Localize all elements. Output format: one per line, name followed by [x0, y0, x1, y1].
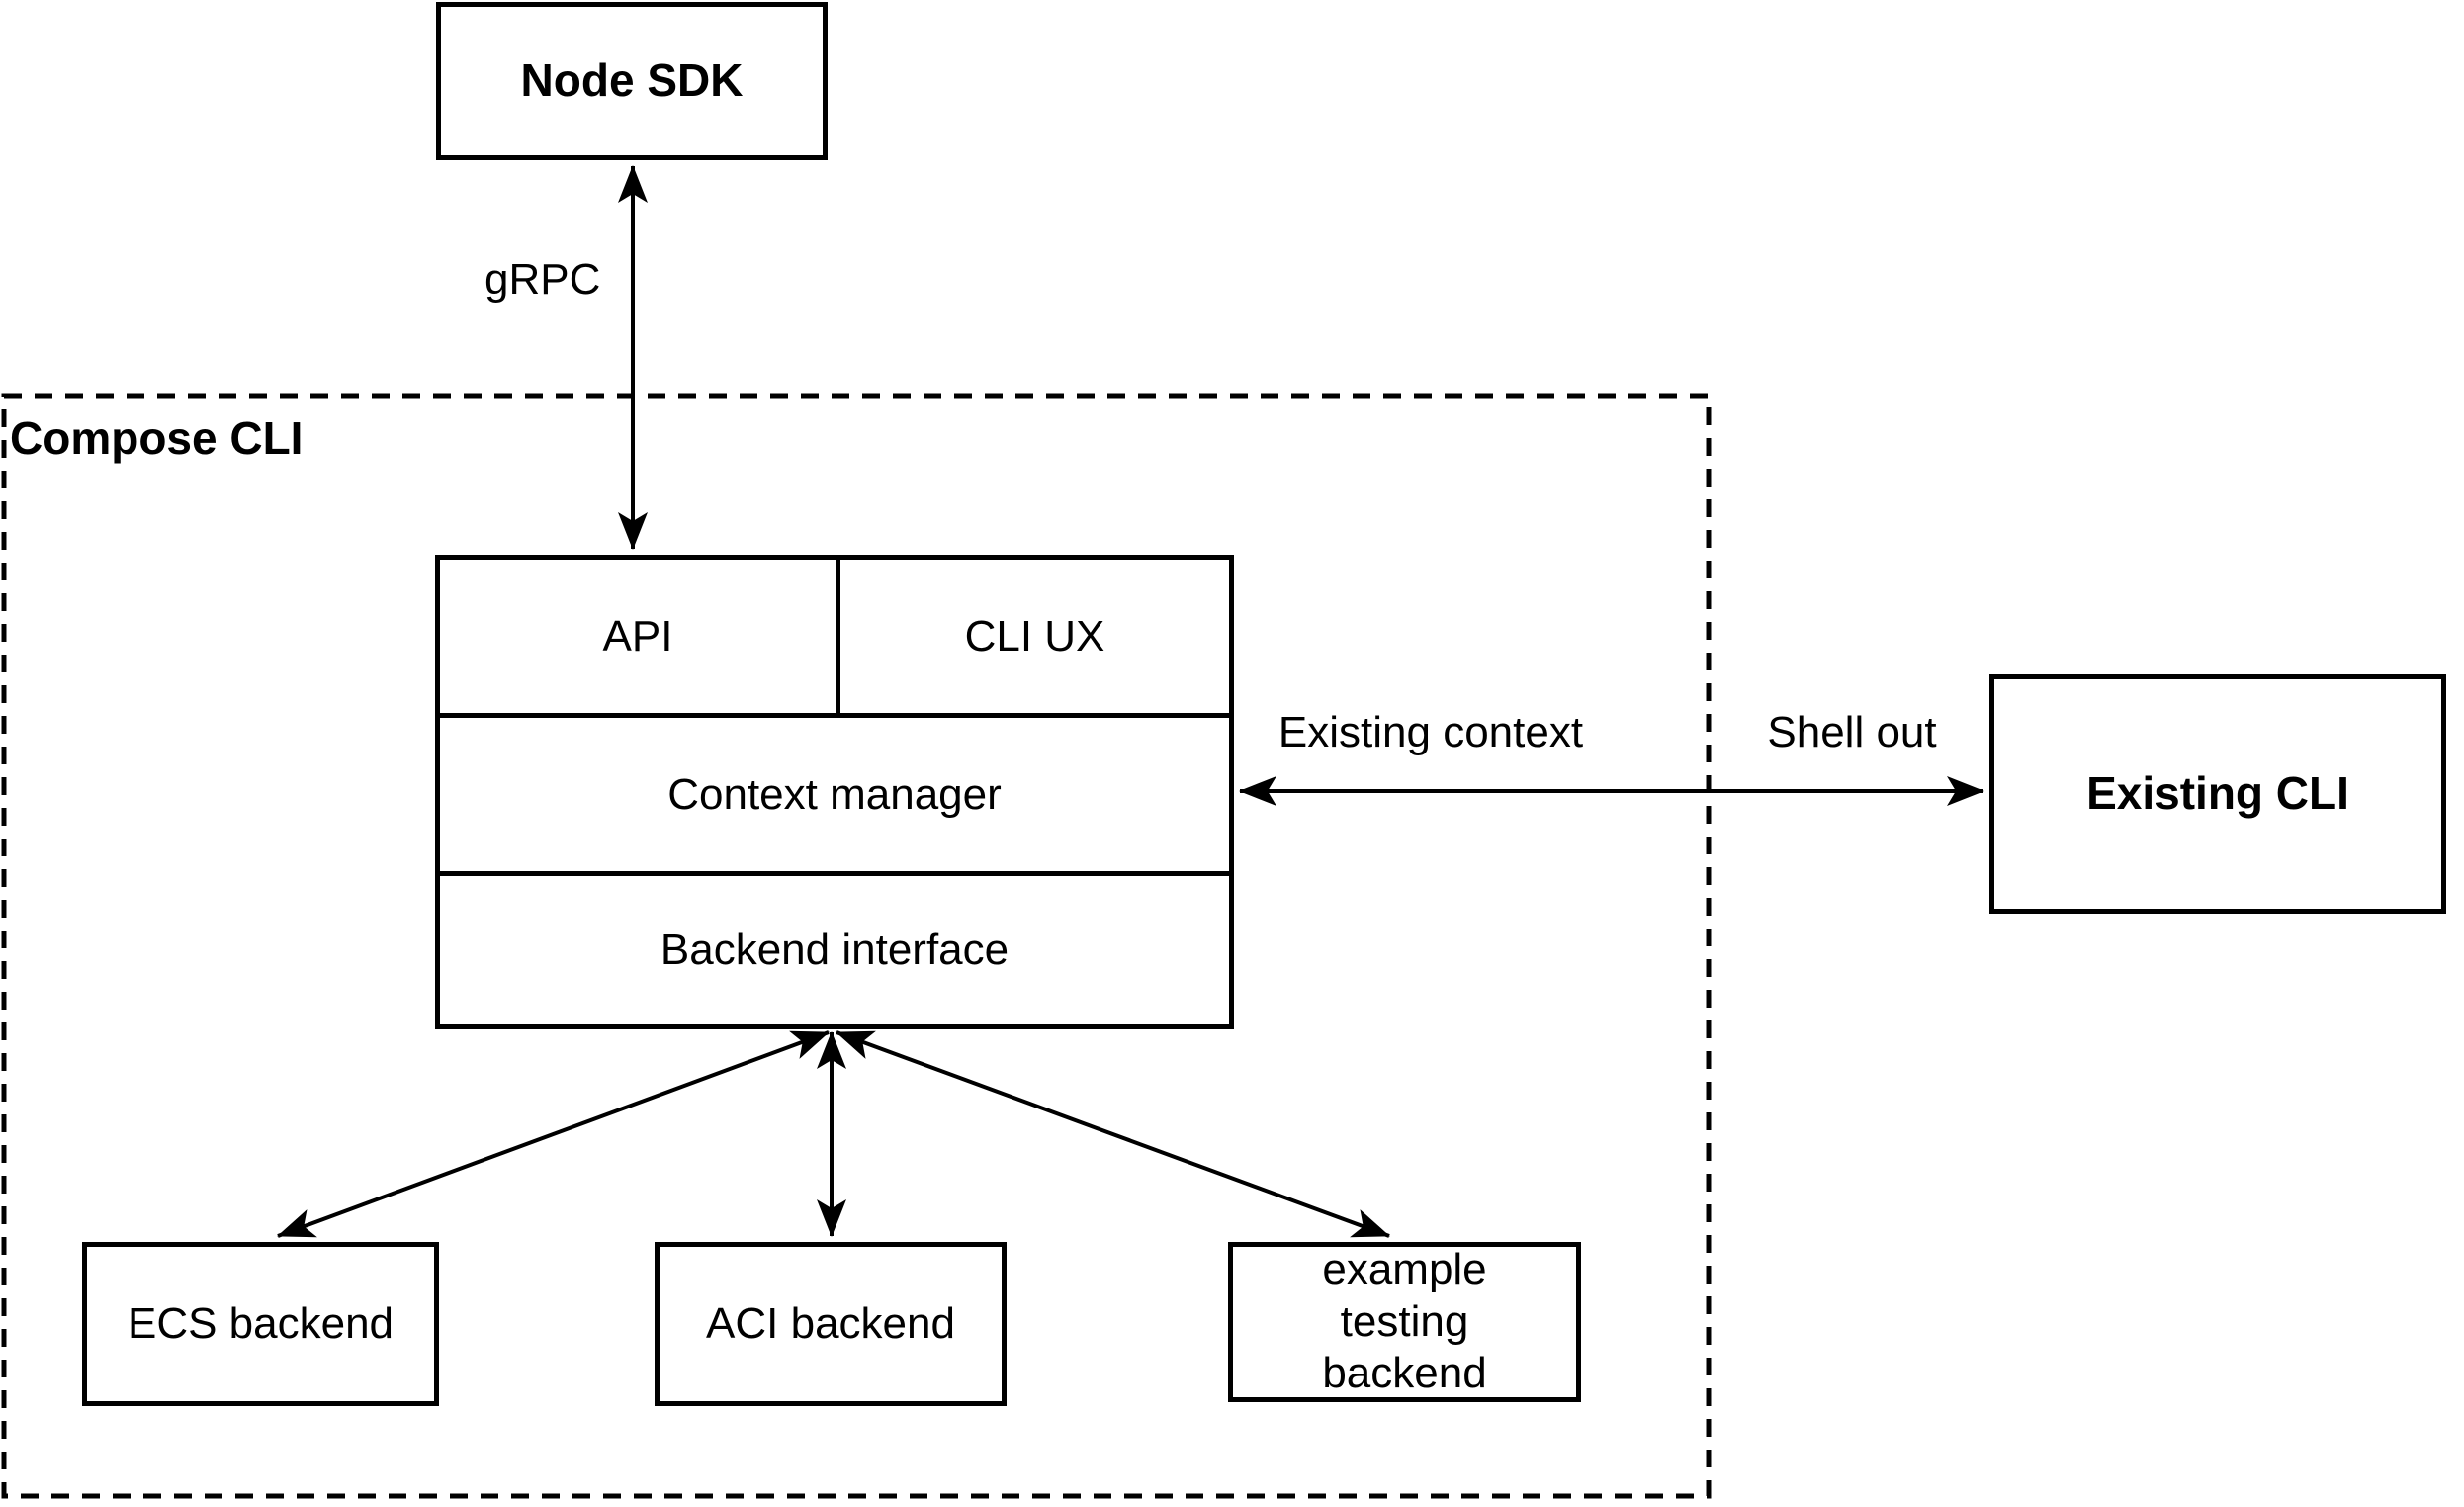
backend-interface-label: Backend interface [660, 926, 1010, 974]
node-sdk-box: Node SDK [436, 2, 828, 160]
example-testing-backend-label: example testing backend [1322, 1244, 1487, 1398]
aci-backend-label: ACI backend [706, 1298, 955, 1348]
context-manager-label: Context manager [667, 769, 1002, 819]
grpc-edge-label: gRPC [484, 255, 601, 304]
cli-ux-cell: CLI UX [836, 560, 1229, 713]
backend-example-edge [836, 1030, 1390, 1238]
ecs-backend-label: ECS backend [127, 1298, 395, 1348]
backend-interface-cell: Backend interface [440, 871, 1229, 1024]
aci-backend-box: ACI backend [655, 1242, 1007, 1406]
node-sdk-label: Node SDK [520, 54, 744, 107]
existing-cli-box: Existing CLI [1989, 674, 2446, 914]
api-cell: API [440, 560, 836, 713]
existing-context-edge-label: Existing context [1277, 708, 1584, 756]
shell-out-edge-label: Shell out [1767, 708, 1937, 756]
cli-ux-label: CLI UX [964, 611, 1105, 661]
example-testing-backend-box: example testing backend [1228, 1242, 1581, 1402]
api-label: API [602, 611, 673, 661]
existing-cli-label: Existing CLI [2086, 767, 2349, 820]
backend-ecs-edge [277, 1030, 830, 1238]
compose-cli-container-label: Compose CLI [10, 412, 304, 464]
compose-cli-container-border [1, 393, 1712, 1499]
compose-cli-core-box: API CLI UX Context manager Backend inter… [435, 555, 1234, 1029]
ecs-backend-box: ECS backend [82, 1242, 439, 1406]
context-manager-cell: Context manager [440, 713, 1229, 871]
top-row: API CLI UX [440, 560, 1229, 713]
